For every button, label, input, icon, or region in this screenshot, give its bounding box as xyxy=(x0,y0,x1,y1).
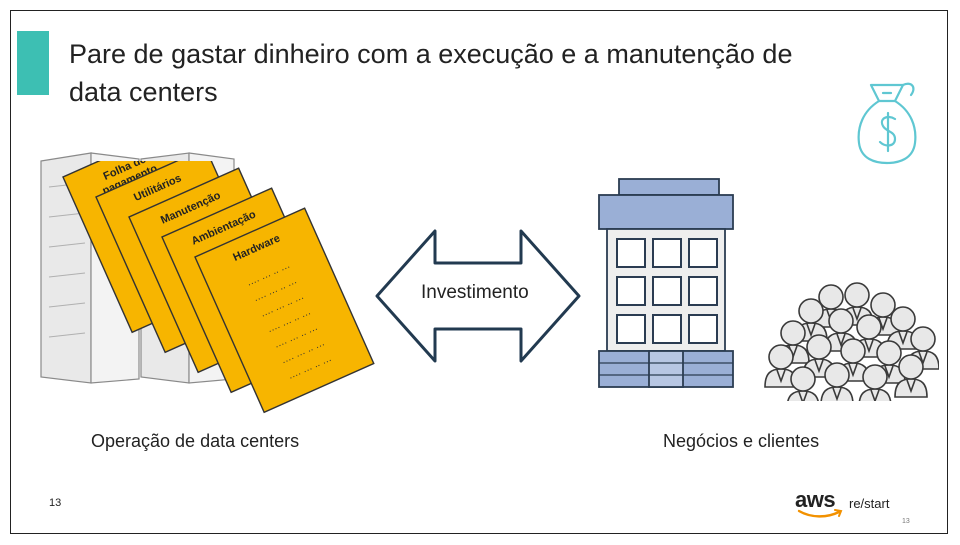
person-icon xyxy=(820,362,854,401)
aws-smile-icon xyxy=(797,509,843,518)
person-icon xyxy=(858,364,892,401)
person-icon xyxy=(764,344,798,388)
office-building-icon xyxy=(598,178,734,388)
title-accent-bar xyxy=(17,31,49,95)
person-icon xyxy=(787,366,819,401)
arrow-label: Investimento xyxy=(421,282,529,303)
people-group-icon xyxy=(764,282,939,401)
right-caption: Negócios e clientes xyxy=(663,431,820,451)
double-arrow-icon xyxy=(375,229,581,363)
aws-restart-logo: aws re/start xyxy=(795,487,905,518)
restart-wordmark: re/start xyxy=(849,496,890,511)
page-number-small: 13 xyxy=(902,518,910,525)
page-number: 13 xyxy=(49,497,62,509)
documents-stack: Folha depagamento………Utilitários………Manute… xyxy=(62,161,375,414)
aws-wordmark: aws xyxy=(795,487,836,512)
slide-title: Pare de gastar dinheiro com a execução e… xyxy=(69,39,793,107)
person-icon xyxy=(894,354,928,398)
left-caption: Operação de data centers xyxy=(91,431,300,451)
money-bag-icon xyxy=(857,82,917,165)
person-icon xyxy=(824,308,858,352)
slide: Pare de gastar dinheiro com a execução e… xyxy=(10,10,948,534)
document-icon: Hardware…. … .. ……. … .. ……. … .. ……. … … xyxy=(194,207,375,414)
